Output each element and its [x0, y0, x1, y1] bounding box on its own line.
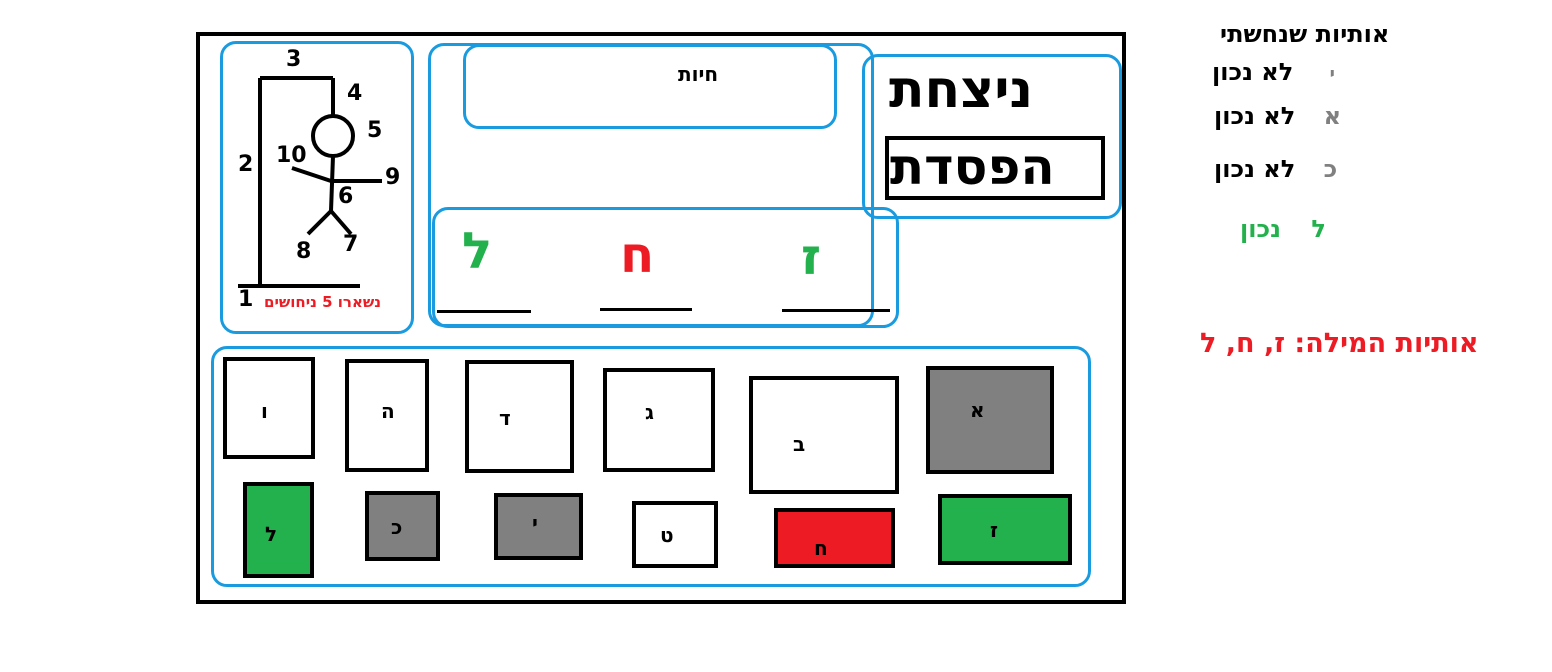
right-leg	[329, 209, 353, 236]
hangman-label-3: 3	[286, 47, 302, 72]
guess-row: לא נכון א	[1214, 102, 1341, 130]
letter-slot-underline	[782, 309, 890, 312]
key-zayin[interactable]: ז	[938, 494, 1072, 565]
keyboard-panel	[211, 346, 1091, 587]
word-letters-box	[432, 207, 899, 328]
key-label: ה	[381, 399, 395, 423]
key-dalet[interactable]: ד	[465, 360, 574, 473]
key-tet[interactable]: ט	[632, 501, 718, 568]
hangman-label-4: 4	[347, 81, 363, 106]
remaining-guesses: נשארו 5 ניחושים	[264, 293, 382, 311]
key-label: ז	[990, 518, 999, 542]
lives-box	[463, 44, 837, 129]
key-label: ט	[660, 523, 674, 547]
word-letters-line: אותיות המילה: ז, ח, ל	[1200, 328, 1479, 359]
guess-row: לא נכון כ	[1214, 155, 1337, 183]
guess-letter: י	[1329, 64, 1335, 85]
key-label: ל	[265, 522, 278, 546]
lose-text: הפסדת	[890, 138, 1055, 196]
key-label: ו	[261, 399, 268, 423]
guess-result: לא נכון	[1214, 102, 1296, 130]
guess-result: נכון	[1240, 215, 1281, 243]
key-lamed[interactable]: ל	[243, 482, 314, 578]
game-frame	[196, 32, 1126, 604]
hangman-label-8: 8	[296, 239, 312, 264]
body	[329, 155, 335, 212]
hangman-drawing	[238, 76, 382, 288]
hangman-panel	[220, 41, 414, 334]
lose-box	[885, 136, 1105, 200]
letter-slot-underline	[600, 308, 692, 311]
guess-result: לא נכון	[1212, 58, 1294, 86]
key-label: א	[970, 398, 985, 422]
left-leg	[306, 209, 333, 236]
hangman-label-6: 6	[338, 184, 354, 209]
guessed-title: אותיות שנחשתי	[1220, 20, 1390, 48]
word-letter: ל	[462, 222, 493, 280]
key-label: ד	[499, 406, 511, 430]
key-kaf[interactable]: כ	[365, 491, 440, 561]
lives-label: חיות	[678, 62, 719, 86]
hangman-label-2: 2	[238, 152, 254, 177]
win-text: ניצחת	[889, 60, 1034, 120]
guess-letter: ל	[1311, 215, 1326, 243]
key-bet[interactable]: ב	[749, 376, 899, 494]
word-letter: ח	[620, 226, 655, 284]
guess-letter: כ	[1323, 155, 1338, 183]
key-label: ח	[814, 536, 828, 560]
result-panel	[862, 54, 1122, 219]
key-vav[interactable]: ו	[223, 357, 315, 459]
key-label: ג	[645, 400, 654, 424]
head	[311, 114, 355, 158]
hangman-label-10: 10	[276, 143, 307, 168]
guess-letter: א	[1323, 102, 1342, 130]
guess-row: לא נכון י	[1212, 58, 1335, 86]
hangman-label-1: 1	[238, 287, 254, 312]
guess-row: נכון ל	[1240, 215, 1326, 243]
key-label: ב	[793, 432, 806, 456]
key-label: י	[532, 511, 538, 535]
key-het[interactable]: ח	[774, 508, 895, 568]
key-gimel[interactable]: ג	[603, 368, 715, 472]
key-he[interactable]: ה	[345, 359, 429, 472]
word-letter: ז	[801, 228, 822, 286]
guess-result: לא נכון	[1214, 155, 1296, 183]
left-arm	[291, 166, 332, 183]
hangman-label-5: 5	[367, 118, 383, 143]
key-yod[interactable]: י	[494, 493, 583, 560]
letter-slot-underline	[437, 310, 531, 313]
key-alef[interactable]: א	[926, 366, 1054, 474]
hangman-label-7: 7	[343, 232, 359, 257]
key-label: כ	[391, 515, 403, 539]
hangman-label-9: 9	[385, 165, 401, 190]
